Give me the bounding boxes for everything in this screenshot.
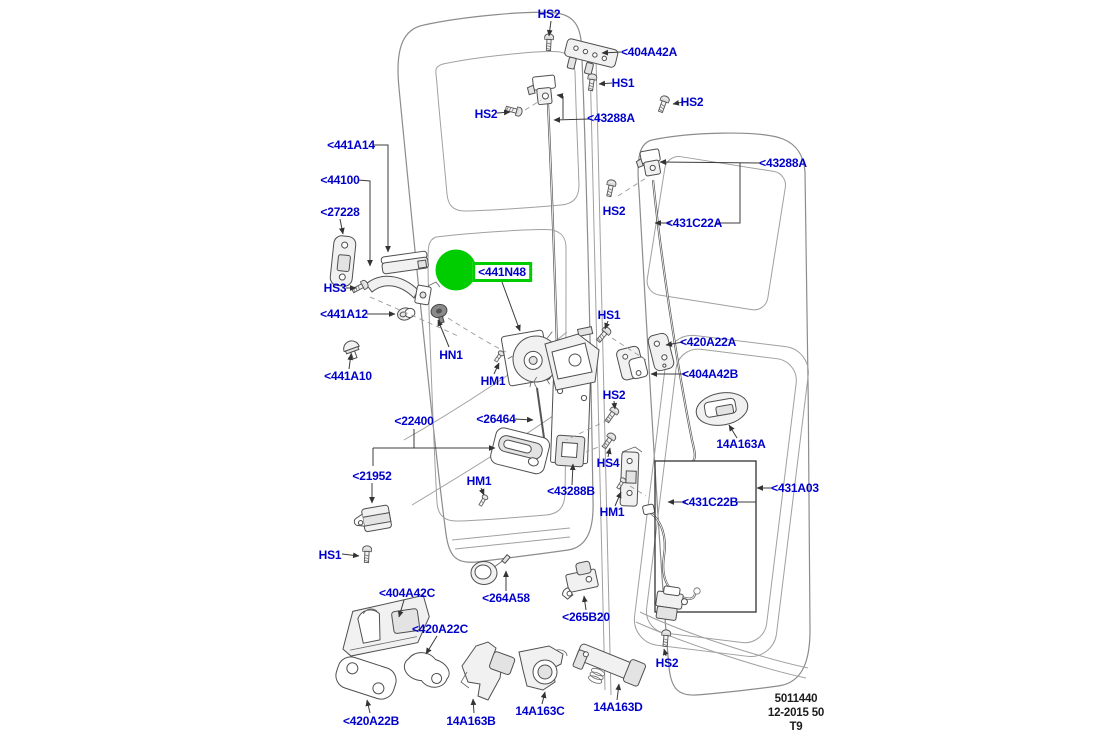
part-43288B-latch	[544, 326, 600, 468]
fastener-label-HS2-0[interactable]: HS2	[537, 7, 561, 21]
part-label-14A163A-29[interactable]: 14A163A	[716, 437, 766, 451]
part-431C22A-cable	[651, 179, 696, 462]
part-14A163D-drawing	[572, 643, 646, 687]
part-label-14A163C-37[interactable]: 14A163C	[515, 704, 565, 718]
part-label-43288A-4[interactable]: <43288A	[587, 111, 635, 125]
fastener-label-HS4-25[interactable]: HS4	[596, 456, 620, 470]
leader-lines	[338, 20, 772, 714]
part-label-14A163B-36[interactable]: 14A163B	[446, 714, 496, 728]
fastener-label-HS2-24[interactable]: HS2	[602, 388, 626, 402]
part-label-420A22C-34[interactable]: <420A22C	[411, 622, 469, 636]
doc-text-T9-44: T9	[789, 721, 803, 733]
part-label-14A163D-38[interactable]: 14A163D	[593, 700, 643, 714]
part-label-43288B-22[interactable]: <43288B	[547, 484, 595, 498]
fastener-label-HS2-5[interactable]: HS2	[680, 95, 704, 109]
part-27228-drawing	[329, 235, 357, 287]
fastener-label-HS2-7[interactable]: HS2	[602, 204, 626, 218]
fastener-label-HS2-41[interactable]: HS2	[655, 656, 679, 670]
part-420A22C-drawing	[403, 652, 450, 688]
part-label-44100-10[interactable]: <44100	[320, 173, 360, 187]
part-441A14-drawing	[380, 250, 429, 275]
fastener-label-HS2-3[interactable]: HS2	[474, 107, 498, 121]
part-14A163A-drawing	[695, 392, 749, 426]
fastener-label-HS3-12[interactable]: HS3	[323, 281, 347, 295]
part-lower-hinge-right	[619, 446, 643, 507]
part-door-check-bracket	[655, 585, 688, 621]
part-label-22400-18[interactable]: <22400	[394, 414, 434, 428]
doc-text-5011440-42: 5011440	[774, 693, 818, 705]
part-404A42C-drawing	[342, 594, 430, 657]
part-441A12-grommet	[397, 307, 416, 321]
part-label-27228-11[interactable]: <27228	[320, 205, 360, 219]
fastener-label-HS1-32[interactable]: HS1	[318, 548, 342, 562]
part-label-441A10-14[interactable]: <441A10	[324, 369, 372, 383]
part-label-431A03-30[interactable]: <431A03	[771, 481, 819, 495]
part-label-404A42C-33[interactable]: <404A42C	[378, 586, 436, 600]
part-14A163B-drawing	[460, 641, 516, 701]
part-label-420A22B-35[interactable]: <420A22B	[342, 714, 400, 728]
assembly-dashes	[369, 99, 647, 497]
part-label-431C22A-8[interactable]: <431C22A	[665, 216, 723, 230]
part-label-404A42B-28[interactable]: <404A42B	[681, 367, 739, 381]
part-14A163C-drawing	[518, 645, 568, 691]
part-431A03-box	[654, 460, 757, 613]
highlight-circle	[435, 249, 477, 291]
part-label-264A58-39[interactable]: <264A58	[482, 591, 530, 605]
fastener-label-HN1-16[interactable]: HN1	[439, 348, 463, 362]
part-label-265B20-40[interactable]: <265B20	[562, 610, 610, 624]
part-label-441A12-13[interactable]: <441A12	[320, 307, 368, 321]
part-265B20-drawing	[562, 560, 599, 600]
part-431C22B-cable	[642, 503, 701, 600]
part-21952-drawing	[353, 504, 392, 533]
part-420A22B-drawing	[335, 656, 397, 700]
part-top-latch-right	[635, 148, 661, 177]
part-label-431C22B-31[interactable]: <431C22B	[681, 495, 739, 509]
part-label-441N48-15[interactable]: <441N48	[472, 262, 532, 282]
part-top-latch-left	[526, 74, 556, 106]
part-label-26464-19[interactable]: <26464	[476, 412, 516, 426]
fastener-label-HM1-17[interactable]: HM1	[480, 374, 506, 388]
part-404A42A-drawing	[564, 38, 619, 75]
part-label-441A14-9[interactable]: <441A14	[327, 138, 375, 152]
fastener-label-HM1-21[interactable]: HM1	[466, 474, 492, 488]
part-label-404A42A-1[interactable]: <404A42A	[620, 45, 678, 59]
part-44100-check-arm	[365, 275, 441, 306]
doc-text-12-201550-43: 12-2015 50	[767, 707, 825, 719]
fastener-label-HM1-26[interactable]: HM1	[599, 505, 625, 519]
fastener-label-HS1-2[interactable]: HS1	[611, 76, 635, 90]
fastener-label-HS1-23[interactable]: HS1	[597, 308, 621, 322]
part-264A58-knob	[470, 553, 511, 585]
part-label-21952-20[interactable]: <21952	[352, 469, 392, 483]
part-label-420A22A-27[interactable]: <420A22A	[679, 335, 737, 349]
part-label-43288A-6[interactable]: <43288A	[759, 156, 807, 170]
part-22400-handle	[490, 427, 551, 475]
